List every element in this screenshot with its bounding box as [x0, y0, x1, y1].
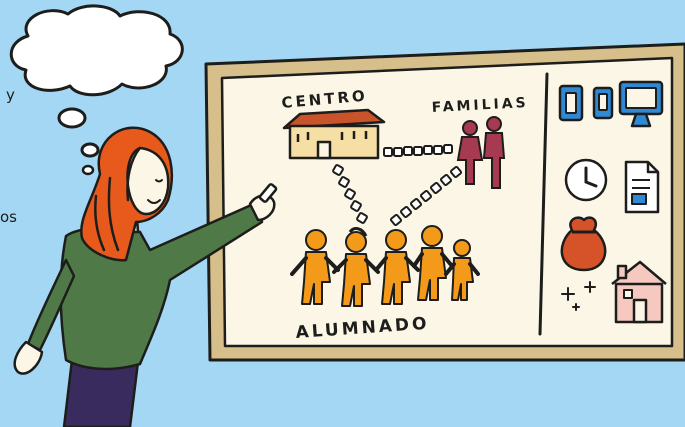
sparkle-icon: [561, 281, 596, 311]
link-familias-alumnado: [389, 165, 463, 227]
student-icon: [374, 229, 420, 305]
money-bag-icon: [560, 216, 607, 272]
teacher-left-hand: [13, 340, 44, 375]
thought-bubble-icon: [9, 4, 184, 176]
teacher-right-hand: [248, 194, 276, 222]
student-icon: [412, 225, 454, 301]
family-icon: [456, 116, 506, 189]
student-icon: [332, 227, 380, 307]
edge-text-fragment: y: [6, 86, 15, 104]
label-familias: FAMILIAS: [431, 95, 529, 116]
edge-text-fragment: os: [0, 208, 17, 226]
clock-icon: [564, 158, 608, 202]
students-group: [290, 225, 480, 307]
link-centro-familias: [383, 144, 453, 157]
link-centro-alumnado: [332, 164, 368, 224]
teacher-figure: [13, 126, 278, 427]
teacher-face: [126, 146, 170, 216]
board-divider: [538, 72, 549, 336]
devices-group: [558, 80, 664, 128]
school-building-icon: [282, 108, 386, 160]
student-icon: [444, 239, 480, 301]
house-icon: [611, 260, 667, 324]
document-icon: [624, 160, 660, 214]
chalk-icon: [258, 183, 278, 203]
